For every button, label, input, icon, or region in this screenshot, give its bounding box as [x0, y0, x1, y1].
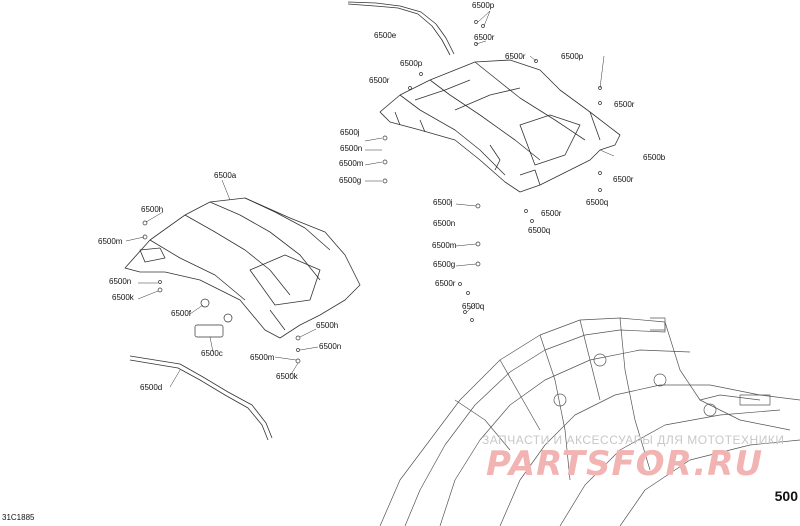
label-6500r-left: 6500r — [369, 76, 390, 85]
label-6500r-top: 6500r — [474, 33, 495, 42]
label-6500e: 6500e — [374, 31, 397, 40]
label-6500h-right: 6500h — [316, 321, 339, 330]
label-6500c: 6500c — [201, 349, 223, 358]
label-6500r-right: 6500r — [614, 100, 635, 109]
label-6500b: 6500b — [643, 153, 666, 162]
label-6500m-top: 6500m — [339, 159, 364, 168]
label-6500d: 6500d — [140, 383, 163, 392]
reference-code: 31C1885 — [2, 513, 35, 522]
label-6500j-mid: 6500j — [433, 198, 453, 207]
label-6500p-left: 6500p — [400, 59, 423, 68]
label-6500p-right: 6500p — [561, 52, 584, 61]
label-6500m-mid: 6500m — [432, 241, 457, 250]
rail-6500d-inner — [129, 355, 273, 439]
label-6500g-top: 6500g — [339, 176, 362, 185]
label-6500n-left: 6500n — [109, 277, 132, 286]
label-6500n-top: 6500n — [340, 144, 363, 153]
small-parts — [142, 20, 602, 364]
label-6500r-low: 6500r — [541, 209, 562, 218]
label-6500g-mid: 6500g — [433, 260, 456, 269]
vehicle-frame — [379, 317, 800, 526]
label-6500q-mid: 6500q — [528, 226, 551, 235]
label-6500m-left: 6500m — [98, 237, 123, 246]
label-6500q-low: 6500q — [462, 302, 485, 311]
label-6500r-mid: 6500r — [613, 175, 634, 184]
label-6500k-left: 6500k — [112, 293, 134, 302]
label-6500r-lower: 6500r — [435, 279, 456, 288]
label-6500r-b: 6500r — [505, 52, 526, 61]
rail-6500e-inner — [347, 1, 455, 55]
rail-6500e — [347, 3, 451, 56]
label-6500m-right: 6500m — [250, 353, 275, 362]
leader-lines — [125, 10, 615, 388]
label-6500q-right: 6500q — [586, 198, 609, 207]
label-6500h-left: 6500h — [141, 205, 164, 214]
label-6500p-top: 6500p — [472, 1, 495, 10]
rail-6500d — [129, 359, 269, 441]
label-6500n-mid: 6500n — [433, 219, 456, 228]
label-6500a: 6500a — [214, 171, 237, 180]
watermark-text: ЗАПЧАСТИ И АКСЕССУАРЫ ДЛЯ МОТОТЕХНИКИ — [482, 433, 785, 447]
page-number: 500 — [774, 488, 798, 504]
label-6500n-right: 6500n — [319, 342, 342, 351]
label-6500k-right: 6500k — [276, 372, 298, 381]
front-roof-panel — [124, 197, 361, 339]
watermark-logo: PARTSFOR.RU — [486, 444, 764, 484]
label-6500j-top: 6500j — [340, 128, 360, 137]
rear-roof-panel — [379, 59, 621, 193]
label-6500f: 6500f — [171, 309, 192, 318]
